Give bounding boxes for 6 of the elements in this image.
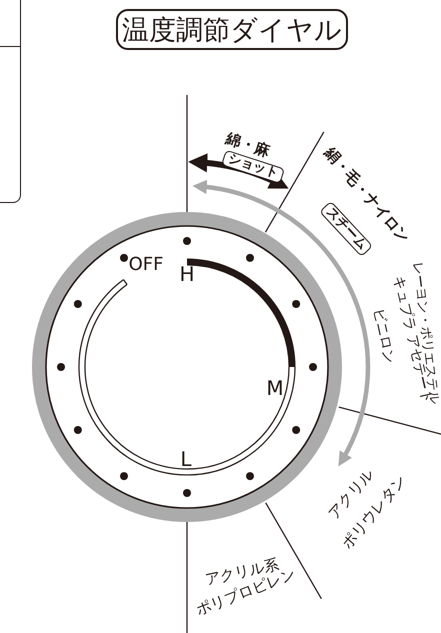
dial-mark: M: [266, 377, 284, 399]
fabric-label: ビニロン: [370, 307, 396, 365]
title: 温度調節ダイヤル: [116, 9, 348, 50]
dial-mark: H: [179, 263, 195, 285]
dial-mark: L: [180, 448, 192, 470]
dial-mark: OFF: [128, 255, 164, 275]
